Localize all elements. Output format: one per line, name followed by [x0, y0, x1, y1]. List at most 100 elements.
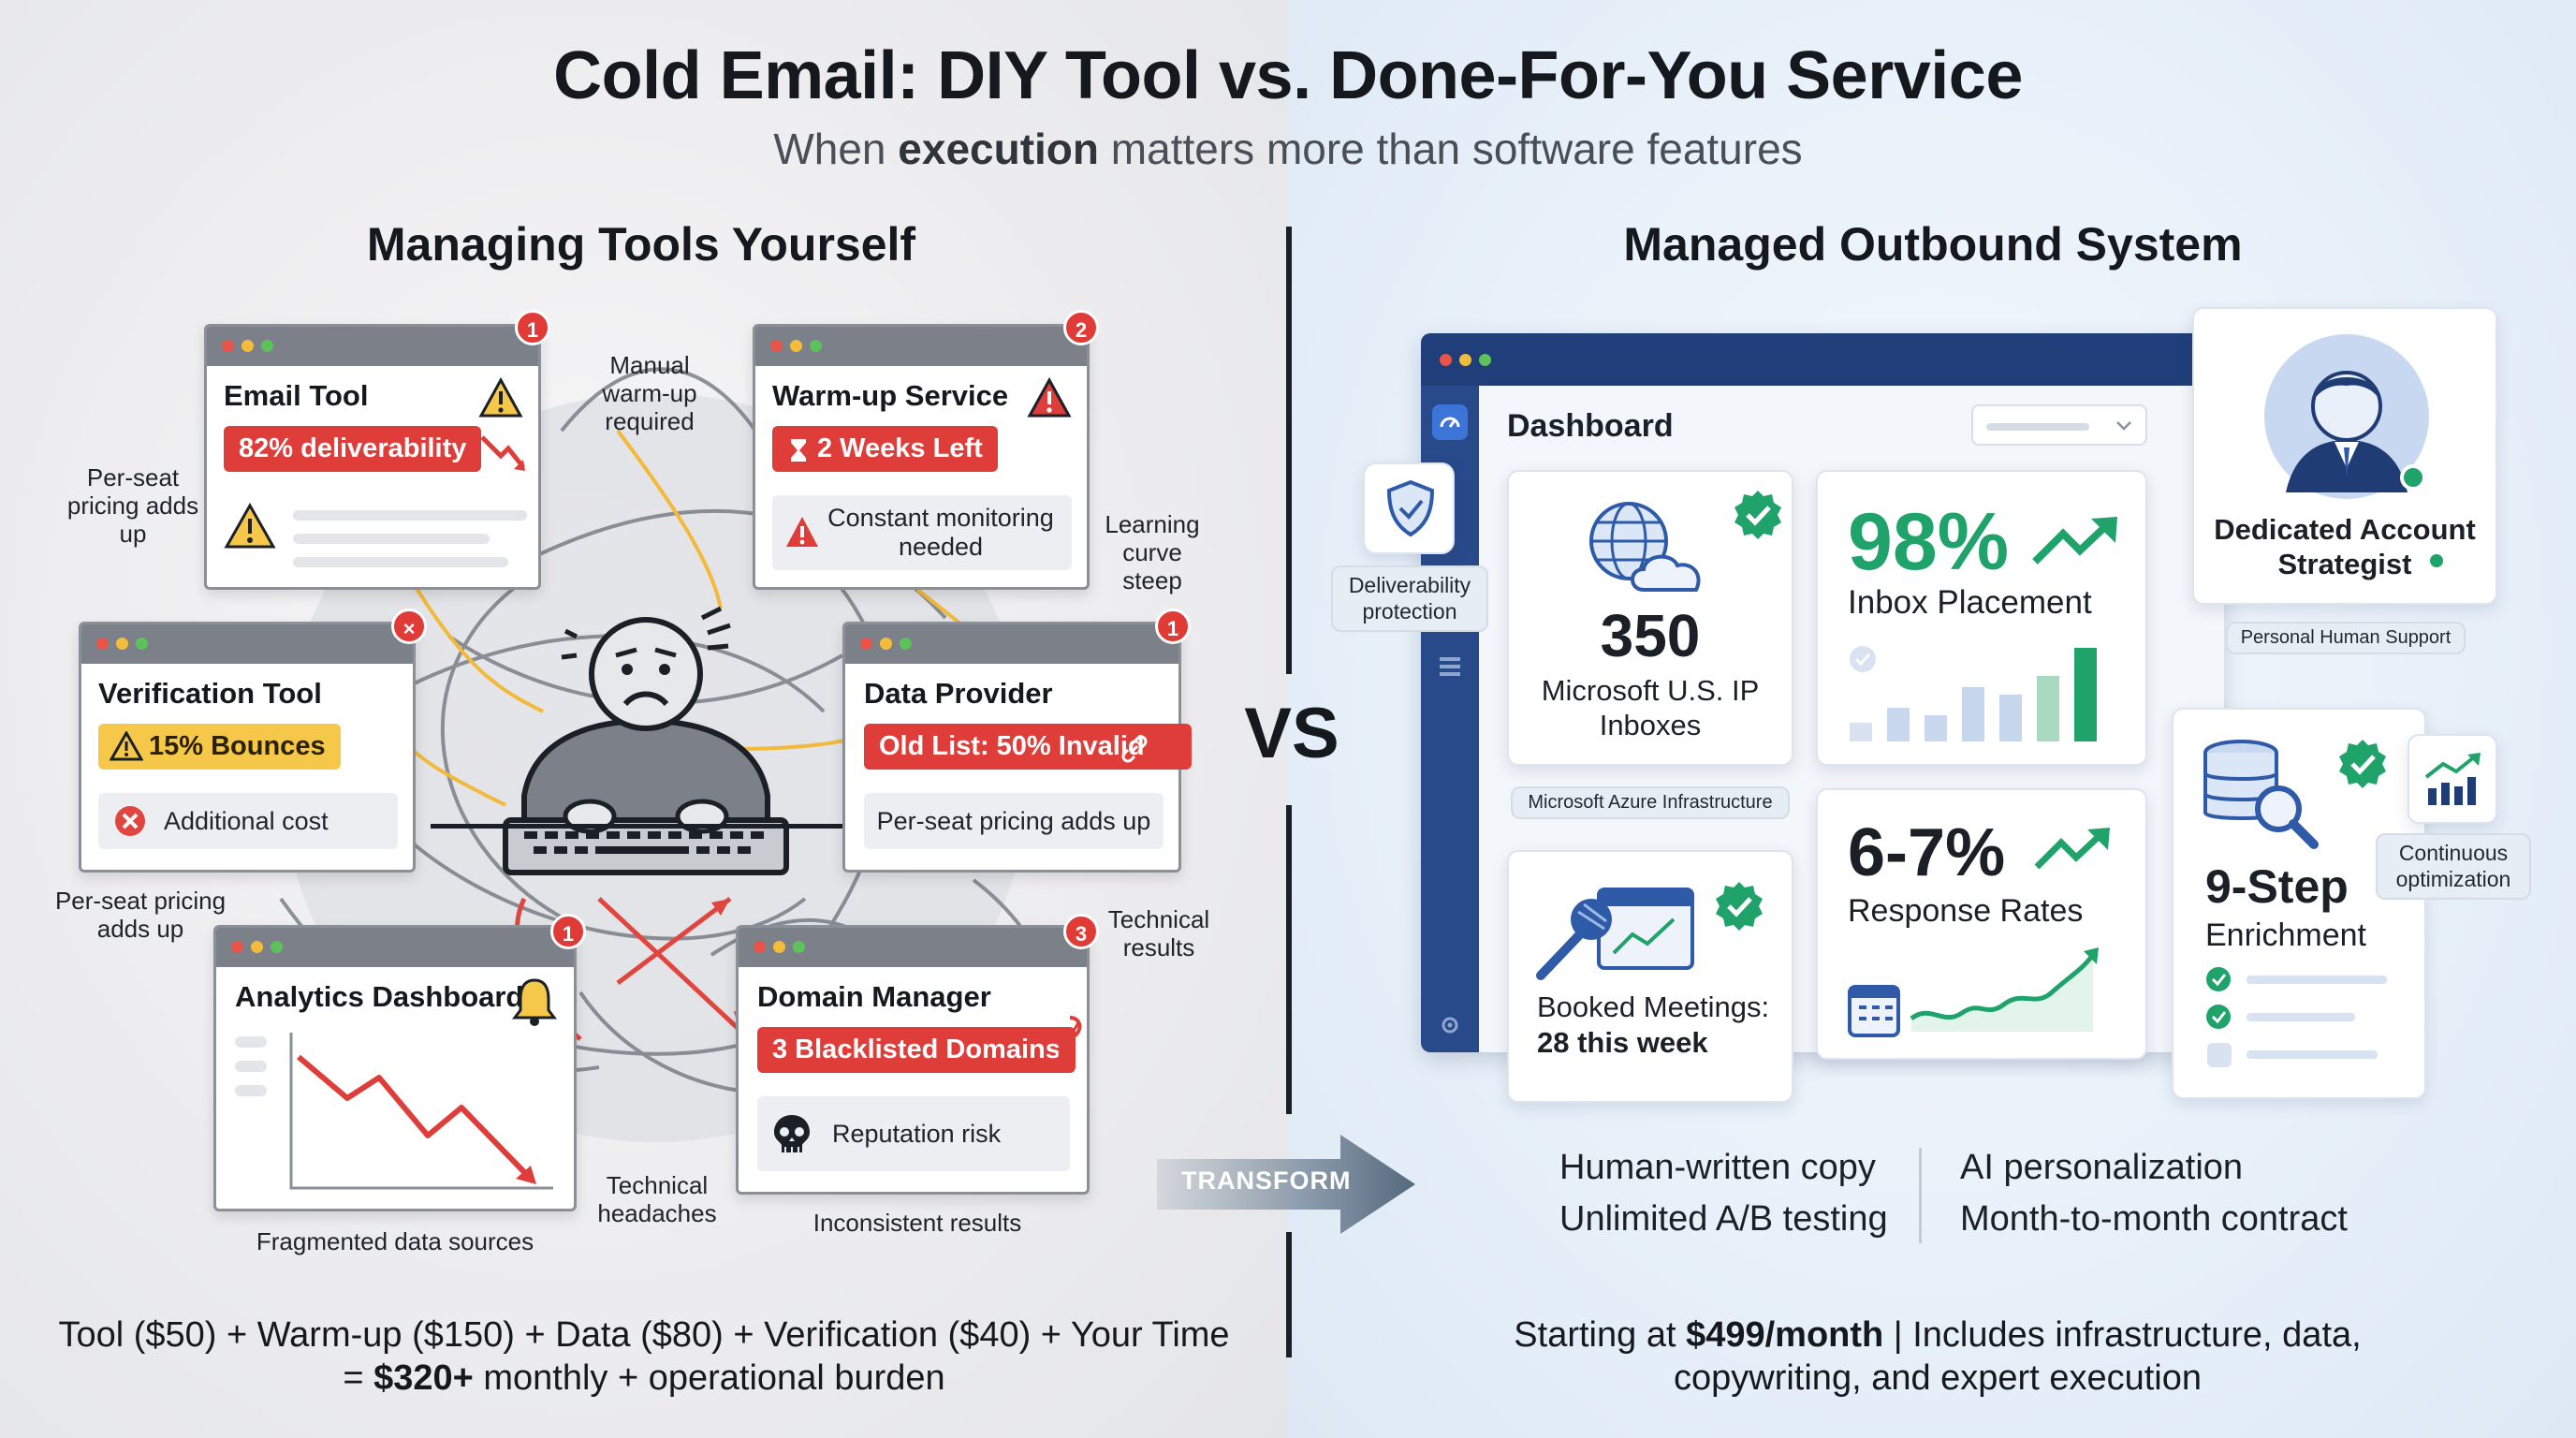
window-titlebar: [845, 624, 1178, 664]
email-tool-window: Email Tool 82% deliverability: [204, 324, 541, 590]
divider-top: [1286, 227, 1292, 674]
verified-check-icon: [1734, 491, 1781, 539]
reputation-note-text: Reputation risk: [832, 1119, 1002, 1148]
note-per-seat-pricing: Per-seat pricing adds up: [66, 463, 199, 548]
analytics-title: Analytics Dashboard: [235, 980, 524, 1013]
warmup-title: Warm-up Service: [772, 379, 1009, 412]
enrichment-card: 9-Step Enrichment: [2172, 708, 2426, 1099]
weeks-left-label: 2 Weeks Left: [817, 433, 983, 463]
domain-manager-window: Domain Manager 3 Blacklisted Domains Rep…: [736, 925, 1090, 1195]
link-icon: [1121, 735, 1148, 763]
deliverability-pill: 82% deliverability: [224, 426, 482, 472]
price-amount: $499/month: [1686, 1315, 1884, 1355]
alert-triangle-icon: [1027, 377, 1072, 418]
feature-ab-testing: Unlimited A/B testing: [1559, 1199, 1888, 1240]
data-provider-window: Data Provider Old List: 50% Invalid Per-…: [842, 622, 1192, 873]
verification-title: Verification Tool: [98, 677, 322, 710]
subtitle-post: matters more than software features: [1099, 125, 1803, 173]
placeholder-lines: [293, 510, 527, 580]
bell-icon: [512, 978, 557, 1026]
pricing-note-text: Per-seat pricing adds up: [876, 806, 1151, 835]
left-title: Managing Tools Yourself: [366, 218, 916, 271]
enrichment-label: Enrichment: [2205, 917, 2366, 953]
alert-badge: 1: [550, 914, 586, 949]
right-title: Managed Outbound System: [1623, 218, 2243, 271]
price-line-2: copywriting, and expert execution: [1674, 1357, 2202, 1398]
main-title: Cold Email: DIY Tool vs. Done-For-You Se…: [553, 38, 2023, 113]
list-icon[interactable]: [1440, 657, 1460, 661]
divider-middle: [1286, 805, 1292, 1114]
human-support-tag: Personal Human Support: [2226, 622, 2466, 654]
window-titlebar: [755, 327, 1087, 366]
diy-cost-suffix: monthly + operational burden: [473, 1357, 945, 1398]
note-manual-warmup: Manual warm-up required: [602, 351, 697, 435]
warmup-service-window: Warm-up Service 2 Weeks Left Constant mo…: [753, 324, 1090, 590]
warning-icon: [478, 377, 523, 418]
verified-check-icon: [1716, 882, 1763, 931]
database-search-icon: [2203, 740, 2319, 849]
meetings-value: 28 this week: [1537, 1026, 1708, 1059]
dashboard-label: Dashboard: [1507, 408, 1674, 444]
transform-arrow-icon: [1157, 1135, 1415, 1234]
warning-icon: [224, 503, 276, 549]
growth-chart-icon: [2424, 753, 2481, 805]
subtitle-bold: execution: [898, 125, 1100, 173]
enrichment-value: 9-Step: [2205, 860, 2349, 913]
note-learning-curve: Learning curve steep: [1105, 510, 1200, 594]
divider-bottom: [1286, 1232, 1292, 1357]
diy-cost-line-1: Tool ($50) + Warm-up ($150) + Data ($80)…: [58, 1315, 1230, 1355]
alert-badge: 3: [1063, 914, 1099, 949]
analytics-dashboard-window: Analytics Dashboard: [213, 925, 577, 1211]
azure-tag: Microsoft Azure Infrastructure: [1511, 786, 1790, 819]
placeholder-lines: [235, 1036, 267, 1109]
online-indicator: [2430, 554, 2443, 567]
features-right: AI personalization Month-to-month contra…: [1960, 1142, 2348, 1245]
deliverability-tag: Deliverability protection: [1331, 565, 1488, 633]
vs-label: VS: [1244, 694, 1339, 773]
shield-icon: [1386, 479, 1435, 537]
diy-cost-total: $320+: [373, 1357, 474, 1398]
hourglass-icon: [791, 439, 806, 462]
cost-note-text: Additional cost: [164, 806, 329, 835]
email-tool-title: Email Tool: [224, 379, 369, 412]
feature-month-to-month: Month-to-month contract: [1960, 1199, 2348, 1240]
bounces-label: 15% Bounces: [149, 731, 326, 761]
response-rate-label: Response Rates: [1848, 893, 2084, 929]
trend-down-icon: [480, 435, 525, 471]
domain-manager-title: Domain Manager: [757, 980, 991, 1013]
window-titlebar: [739, 928, 1087, 967]
weeks-left-pill: 2 Weeks Left: [772, 426, 998, 472]
service-price-summary: Starting at $499/month | Includes infras…: [1329, 1314, 2546, 1400]
window-titlebar: [216, 928, 574, 967]
close-badge: ×: [391, 609, 427, 644]
gear-icon[interactable]: [1438, 1013, 1462, 1037]
dashboard-filter-dropdown[interactable]: [1971, 404, 2147, 446]
meetings-label: Booked Meetings:: [1537, 990, 1770, 1023]
price-prefix: Starting at: [1514, 1315, 1687, 1355]
feature-human-copy: Human-written copy: [1559, 1148, 1876, 1187]
window-titlebar: [81, 624, 413, 664]
growth-line-chart: [1848, 947, 2099, 1037]
subtitle-pre: When: [773, 125, 899, 173]
optimization-tag: Continuous optimization: [2376, 833, 2531, 901]
alert-badge: 2: [1063, 310, 1099, 345]
note-inconsistent-results: Inconsistent results: [812, 1209, 1022, 1237]
features-divider: [1919, 1148, 1922, 1243]
transform-label: TRANSFORM: [1181, 1167, 1352, 1195]
price-suffix: | Includes infrastructure, data,: [1883, 1315, 2362, 1355]
inboxes-label: Microsoft U.S. IP Inboxes: [1541, 674, 1760, 741]
strategist-label: Dedicated Account Strategist: [2214, 513, 2476, 580]
inbox-placement-value: 98%: [1848, 497, 2010, 587]
feature-ai-personalization: AI personalization: [1960, 1148, 2244, 1187]
inboxes-card: 350 Microsoft U.S. IP Inboxes: [1507, 470, 1793, 766]
monitoring-note-text: Constant monitoring needed: [827, 503, 1054, 561]
inbox-placement-card: 98% Inbox Placement: [1816, 470, 2147, 766]
bounces-pill: 15% Bounces: [98, 724, 341, 770]
skull-icon: [774, 1115, 810, 1152]
chain-broken-icon: [1058, 1016, 1082, 1064]
verified-check-icon: [2339, 740, 2386, 788]
inboxes-count: 350: [1600, 602, 1701, 669]
invalid-list-label: Old List: 50% Invalid: [879, 731, 1145, 761]
alert-triangle-icon: [786, 517, 818, 547]
gauge-icon[interactable]: [1432, 404, 1468, 440]
